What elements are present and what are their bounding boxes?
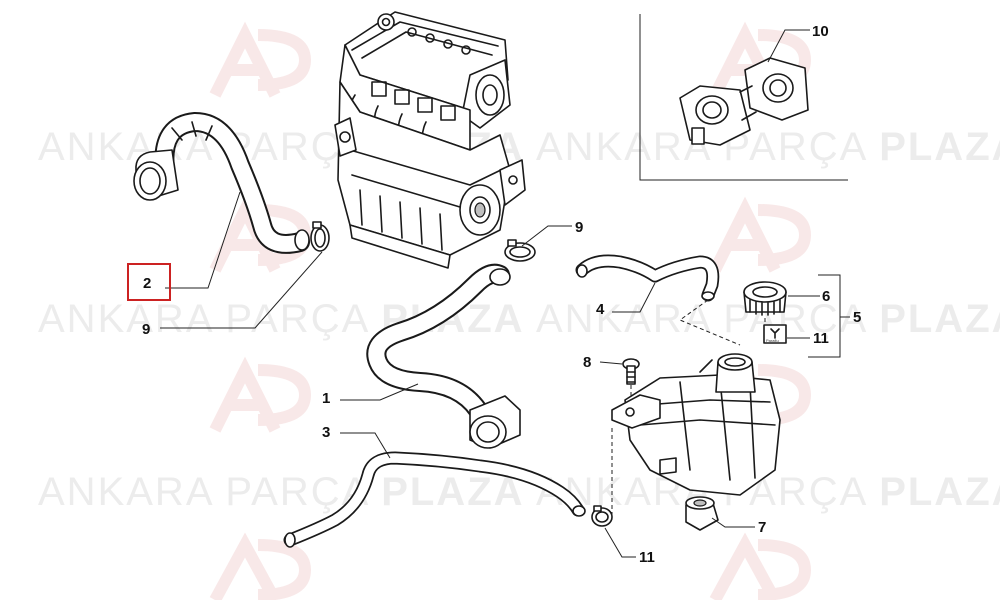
watermark-text: ANKARA PARÇA PLAZA — [38, 470, 525, 514]
callout-tank-assembly: 5 — [853, 309, 861, 326]
hose-clamp-upper-right — [504, 239, 536, 262]
mounting-screw — [622, 358, 640, 385]
highlight-box — [127, 263, 171, 301]
callout-small-hose: 4 — [596, 301, 605, 318]
callout-lower-hose: 3 — [322, 424, 330, 441]
watermark-logo — [209, 356, 312, 433]
bracket-detail-inset — [639, 14, 848, 181]
expansion-tank — [611, 353, 781, 496]
radiator-hose-upper-left — [133, 112, 310, 254]
callout-upper-hose: 1 — [322, 390, 330, 407]
hose-clamp-left — [310, 221, 330, 252]
watermark-logo — [709, 196, 812, 273]
callout-label-sticker: 11 — [813, 330, 829, 347]
callout-clamp-upper-right: 9 — [575, 219, 583, 236]
coolant-label-sticker: Paraflu — [763, 324, 787, 344]
sticker-text: Paraflu — [766, 338, 779, 343]
assembly-dashed-lines — [611, 299, 766, 520]
watermark-logo — [709, 532, 812, 600]
watermark-logo — [209, 532, 312, 600]
coolant-hose-middle — [366, 263, 521, 449]
watermark-logo — [209, 21, 312, 98]
expansion-tank-cap — [743, 281, 787, 316]
callout-radiator-hose: 2 — [143, 275, 151, 292]
engine-block — [334, 11, 526, 269]
callout-screw: 8 — [583, 354, 591, 371]
coolant-hose-lower — [283, 451, 586, 548]
callout-mount: 7 — [758, 519, 766, 536]
callout-labels: 10 2 9 9 4 6 5 11 8 1 3 11 7 — [127, 23, 861, 566]
leader-lines — [160, 29, 820, 558]
rubber-mount — [685, 496, 719, 531]
watermark-text: ANKARA PARÇA PLAZA — [536, 125, 1000, 169]
hose-clamp-lower — [591, 505, 613, 527]
small-bent-hose — [575, 254, 720, 302]
callout-clamp-left: 9 — [142, 321, 150, 338]
callout-bracket-detail: 10 — [812, 23, 829, 40]
tank-group-bracket — [808, 274, 850, 358]
callout-cap: 6 — [822, 288, 830, 305]
watermark-text: ANKARA PARÇA PLAZA — [536, 470, 1000, 514]
callout-clamp-lower: 11 — [639, 549, 655, 566]
